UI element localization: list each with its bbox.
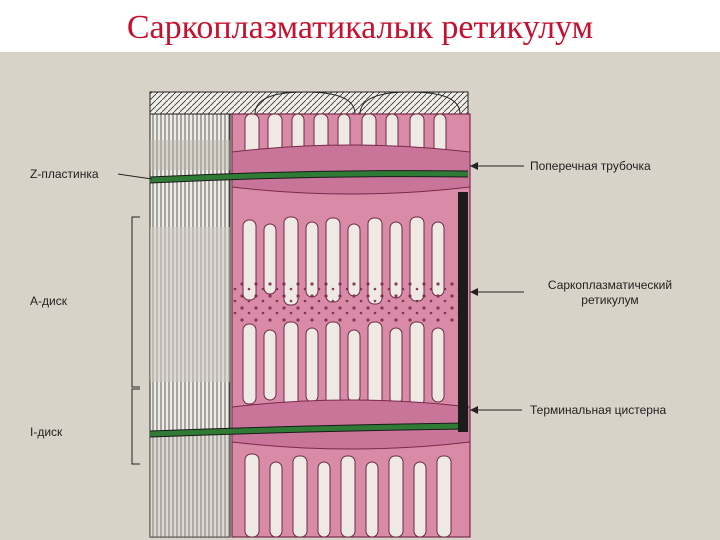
label-t-tubule: Поперечная трубочка [530, 159, 651, 173]
a-disc-bracket [131, 216, 140, 388]
label-sr-line1: Саркоплазматический [547, 278, 673, 292]
slide-title: Саркоплазматикалык ретикулум [126, 9, 594, 46]
label-z-plate: Z-пластинка [30, 167, 99, 181]
leader-lines [117, 165, 524, 411]
label-a-disc: А-диск [30, 294, 67, 308]
figure-area: Z-пластинка А-диск I-диск Поперечная тру… [0, 52, 720, 540]
label-sr-line2: ретикулум [581, 293, 639, 307]
muscle-fiber-diagram [117, 91, 524, 538]
z-plate-leader [117, 173, 153, 180]
fiber-edge [458, 192, 468, 432]
myofibril-bundle [149, 106, 231, 538]
arrowheads [470, 162, 478, 414]
myofibril-caps [149, 91, 469, 115]
i-disc-bracket [131, 388, 140, 465]
t-tubules [149, 170, 469, 438]
sarcoplasmic-reticulum [231, 113, 471, 538]
label-i-disc: I-диск [30, 425, 63, 439]
label-terminal-cistern: Терминальная цистерна [530, 403, 667, 417]
